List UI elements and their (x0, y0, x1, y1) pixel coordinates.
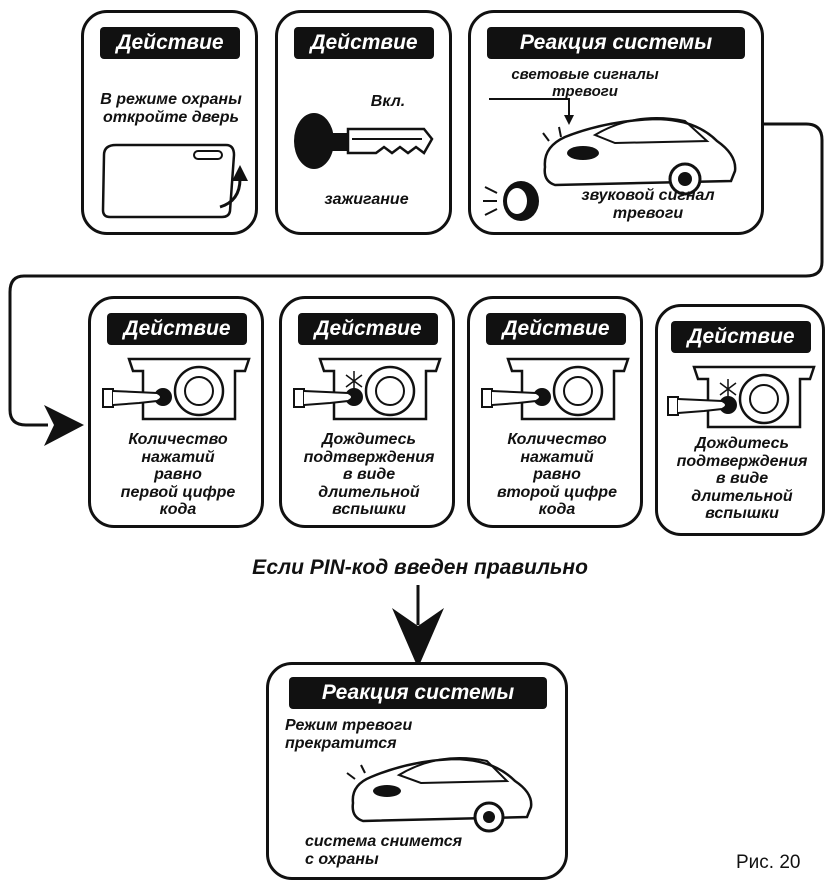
flow-arrowhead-row2 (44, 405, 84, 446)
siren-icon (483, 181, 539, 221)
action-card-ignition: Действие Вкл. зажигание (275, 10, 452, 235)
action-card-step-4: Действие Дождитесь подтверждения в виде … (655, 304, 825, 536)
ignition-caption: зажигание (324, 191, 409, 208)
sound-signal-text: звуковой сигнал тревоги (581, 187, 715, 222)
alarm-unit-flash-icon (667, 365, 816, 429)
card-text: В режиме охраны откройте дверь (100, 91, 242, 126)
flow-line-row1-to-row2 (8, 122, 824, 427)
card-heading: Действие (298, 313, 438, 345)
card-heading: Реакция системы (487, 27, 745, 59)
action-card-open-door: Действие В режиме охраны откройте дверь (81, 10, 258, 235)
card-text: Количество нажатий равно первой цифре ко… (120, 431, 236, 519)
card-heading: Действие (294, 27, 434, 59)
figure-label: Рис. 20 (736, 852, 801, 873)
action-card-step-1: Действие Количество нажатий равно первой… (88, 296, 264, 528)
system-reaction-card-disarm: Реакция системы Режим тревоги прекратитс… (266, 662, 568, 880)
alarm-unit-button-icon (481, 357, 630, 421)
card-heading: Действие (100, 27, 240, 59)
system-reaction-card-alarm: Реакция системы световые сигналы тревоги… (468, 10, 764, 235)
card-text: Дождитесь подтверждения в виде длительно… (303, 431, 435, 519)
car-door-icon (101, 143, 248, 219)
card-text: Количество нажатий равно второй цифре ко… (497, 431, 617, 519)
condition-text: Если PIN-код введен правильно (252, 556, 588, 579)
car-icon (489, 98, 737, 196)
card-text: Дождитесь подтверждения в виде длительно… (676, 435, 808, 523)
card-heading: Действие (671, 321, 811, 353)
key-label: Вкл. (370, 93, 406, 110)
car-icon (346, 757, 533, 833)
alarm-stop-text: Режим тревоги прекратится (285, 717, 413, 752)
card-heading: Действие (107, 313, 247, 345)
action-card-step-3: Действие Количество нажатий равно второй… (467, 296, 643, 528)
card-heading: Действие (486, 313, 626, 345)
alarm-unit-button-icon (102, 357, 251, 421)
light-signals-text: световые сигналы тревоги (511, 66, 659, 100)
disarm-text: система снимется с охраны (305, 833, 463, 868)
alarm-unit-flash-icon (293, 357, 442, 421)
ignition-key-icon (294, 113, 434, 169)
card-heading: Реакция системы (289, 677, 547, 709)
flow-arrowhead-final (392, 608, 444, 668)
action-card-step-2: Действие Дождитесь подтверждения в виде … (279, 296, 455, 528)
